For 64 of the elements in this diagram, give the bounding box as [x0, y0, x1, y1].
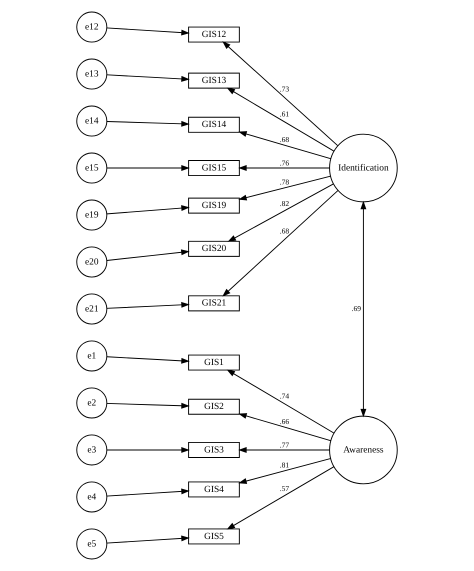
node-box: GIS20: [188, 240, 240, 257]
node-box: GIS5: [188, 528, 240, 544]
arrow: [106, 488, 190, 497]
arrow: [106, 27, 190, 36]
node-box: GIS14: [188, 116, 240, 133]
node-circle: e19: [76, 200, 108, 231]
arrow: [238, 413, 332, 442]
edge-label: .74: [280, 392, 290, 401]
arrow: [222, 41, 338, 146]
node-circle: e3: [76, 434, 108, 466]
node-circle: e2: [76, 387, 108, 418]
node-box: GIS15: [188, 160, 240, 176]
arrow: [238, 176, 331, 200]
node-circle: e13: [76, 58, 108, 90]
edge-label: .68: [280, 226, 290, 236]
edge-label: .81: [280, 460, 290, 470]
edge-label: .76: [280, 158, 290, 168]
arrow: [106, 120, 190, 127]
node-circle: e15: [76, 152, 108, 184]
arrow: [226, 369, 334, 434]
node-circle: e4: [76, 481, 108, 512]
arrow: [238, 447, 330, 453]
arrow: [106, 165, 190, 171]
edge-label: .69: [352, 304, 362, 313]
edge-label: .68: [280, 135, 290, 144]
node-circle: Identification: [329, 134, 398, 202]
node-circle: Awareness: [329, 416, 398, 484]
arrow: [228, 184, 334, 242]
arrow: [238, 458, 331, 484]
edge-label: .61: [280, 110, 290, 119]
edge-label: .77: [280, 440, 290, 450]
arrow: [106, 205, 190, 214]
arrow: [106, 302, 190, 309]
arrow: [226, 88, 334, 152]
arrow: [106, 249, 190, 261]
node-box: GIS19: [188, 198, 240, 214]
arrow: [360, 200, 366, 418]
node-circle: e5: [76, 528, 108, 560]
arrow: [222, 190, 338, 297]
arrow: [106, 447, 190, 453]
arrow: [226, 466, 334, 530]
node-circle: e20: [76, 246, 108, 278]
node-box: GIS3: [188, 442, 240, 458]
node-circle: e14: [76, 106, 108, 137]
arrow: [238, 131, 332, 160]
edge-label: .78: [280, 177, 290, 186]
arrow: [106, 535, 190, 544]
node-circle: e21: [76, 293, 108, 324]
arrow: [106, 74, 190, 82]
node-box: GIS1: [188, 354, 240, 371]
arrow: [106, 356, 190, 364]
node-box: GIS21: [188, 295, 240, 312]
node-box: GIS4: [188, 481, 240, 498]
arrow: [106, 402, 190, 409]
arrow: [238, 165, 330, 171]
node-circle: e12: [76, 12, 108, 43]
node-circle: e1: [76, 340, 108, 372]
edge-label: .57: [280, 484, 290, 493]
edge-label: .66: [280, 417, 290, 426]
node-box: GIS13: [188, 72, 240, 89]
node-box: GIS12: [188, 26, 240, 43]
edge-label: .73: [280, 84, 290, 94]
node-box: GIS2: [188, 398, 240, 415]
edge-label: .82: [280, 198, 290, 208]
